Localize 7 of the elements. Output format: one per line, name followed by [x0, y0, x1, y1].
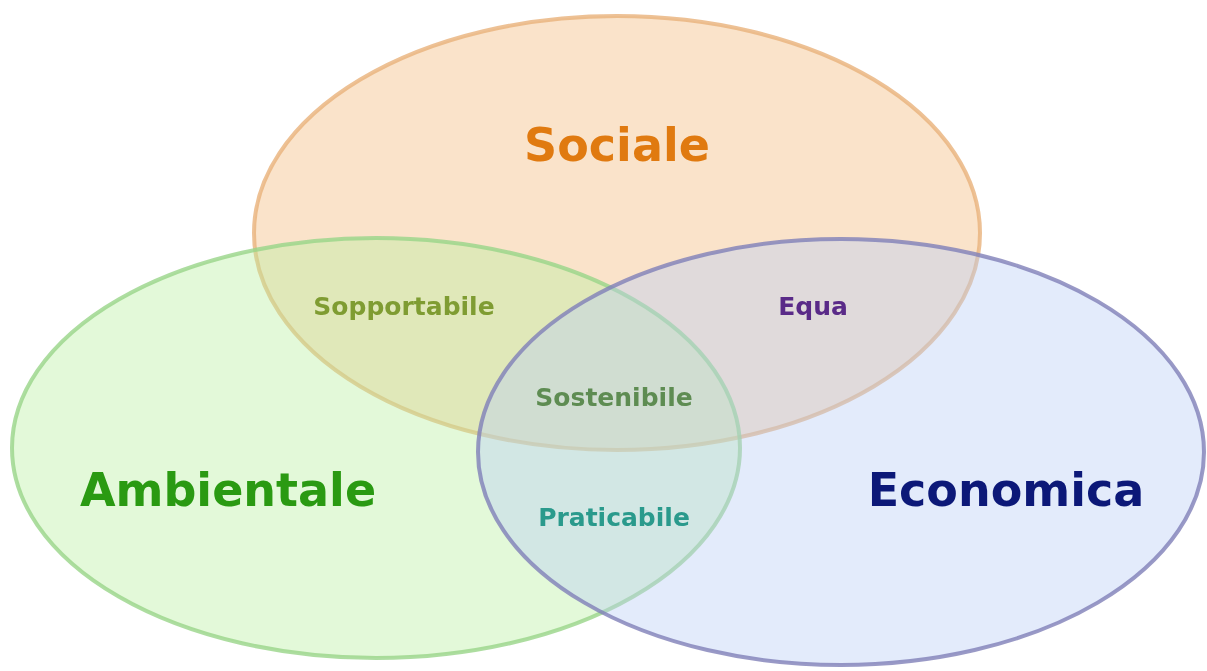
intersection-label: Praticabile — [538, 502, 690, 532]
intersection-label: Sopportabile — [313, 291, 495, 321]
set-label: Sociale — [524, 118, 710, 172]
set-label: Economica — [867, 463, 1145, 517]
set-label: Ambientale — [79, 463, 377, 517]
intersection-label: Equa — [778, 291, 848, 321]
intersection-label: Sostenibile — [535, 382, 693, 412]
